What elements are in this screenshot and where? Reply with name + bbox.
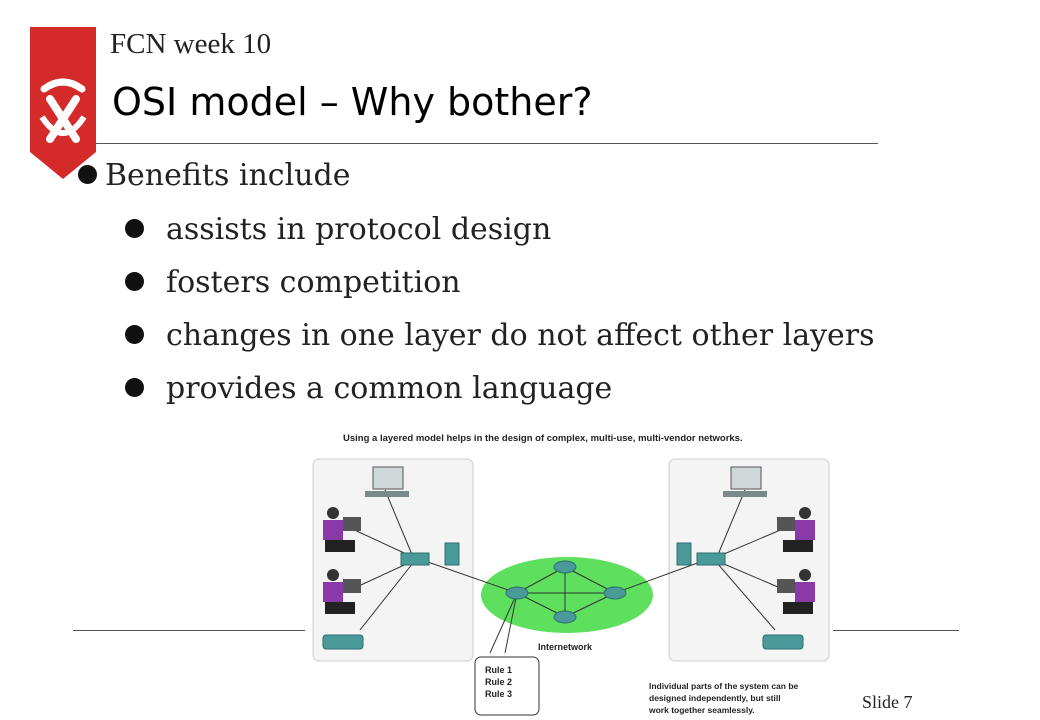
server-icon — [676, 542, 692, 566]
bullet-item-text: assists in protocol design — [166, 212, 552, 247]
bullet-dot — [125, 377, 144, 397]
bullet-dot — [125, 271, 144, 291]
rule-text: Rule 2 — [485, 677, 512, 687]
network-diagram: Using a layered model helps in the desig… — [312, 433, 830, 716]
course-header: FCN week 10 — [110, 28, 272, 60]
footer-divider-right — [833, 630, 959, 631]
internetwork-label: Internetwork — [538, 642, 593, 652]
user-workstation-icon — [323, 569, 361, 614]
bullet-item: provides a common language — [125, 371, 612, 406]
router-icon — [505, 586, 529, 600]
switch-icon — [696, 552, 726, 566]
switch-icon — [400, 552, 430, 566]
rule-text: Rule 1 — [485, 665, 512, 675]
rules-box — [474, 656, 540, 716]
bullet-item-text: changes in one layer do not affect other… — [166, 318, 875, 353]
slide-number: Slide 7 — [862, 692, 913, 712]
diagram-note-line: designed independently, but still — [649, 693, 781, 703]
computer-icon — [365, 466, 409, 497]
bullet-dot — [125, 218, 144, 238]
user-workstation-icon — [323, 507, 361, 552]
server-icon — [444, 542, 460, 566]
router-icon — [553, 560, 577, 574]
routers — [505, 560, 627, 624]
diagram-note-line: work together seamlessly. — [648, 705, 755, 715]
bullet-main-text: Benefits include — [105, 158, 351, 193]
phone-icon — [322, 634, 364, 650]
computer-icon — [723, 466, 767, 497]
bullet-item-text: fosters competition — [166, 265, 461, 300]
bullet-main: Benefits include — [78, 158, 350, 193]
internetwork-cloud — [481, 557, 653, 633]
bullet-dot — [125, 324, 144, 344]
bullet-item: assists in protocol design — [125, 212, 551, 247]
phone-icon — [762, 634, 804, 650]
user-workstation-icon — [777, 507, 815, 552]
connection-lines — [349, 489, 786, 654]
title-divider — [95, 143, 878, 144]
bullet-dot — [78, 164, 97, 184]
user-workstation-icon — [777, 569, 815, 614]
bullet-item: fosters competition — [125, 265, 461, 300]
footer-divider-left — [73, 630, 305, 631]
rule-text: Rule 3 — [485, 689, 512, 699]
slide-title: OSI model – Why bother? — [112, 80, 593, 124]
router-icon — [553, 610, 577, 624]
router-icon — [603, 586, 627, 600]
university-logo — [30, 27, 96, 179]
diagram-caption: Using a layered model helps in the desig… — [343, 433, 743, 444]
bullet-item: changes in one layer do not affect other… — [125, 318, 875, 353]
bullet-item-text: provides a common language — [166, 371, 613, 406]
diagram-note-line: Individual parts of the system can be — [649, 681, 799, 691]
